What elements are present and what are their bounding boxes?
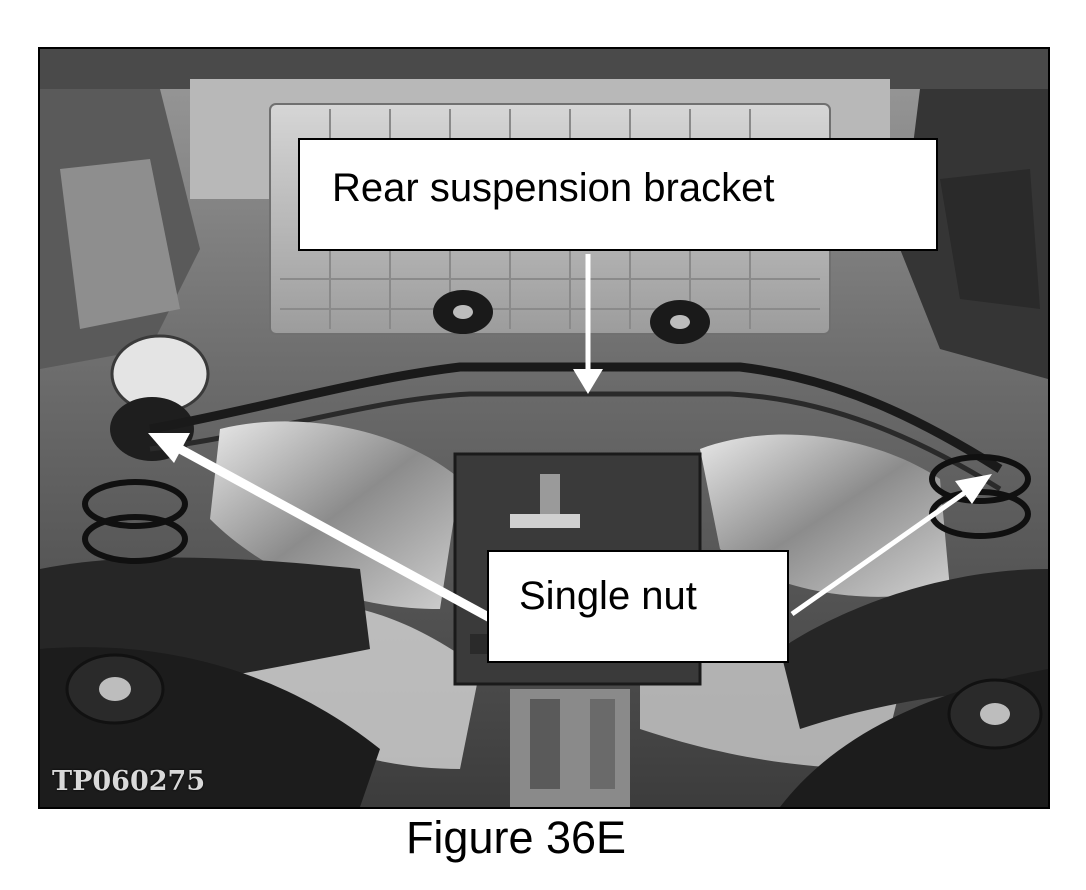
single-nut-label: Single nut (519, 574, 697, 618)
rear-suspension-bracket-callout: Rear suspension bracket (298, 138, 938, 251)
figure-caption-text: Figure 36E (405, 812, 627, 863)
single-nut-callout: Single nut (487, 550, 789, 663)
figure-caption: Figure 36E (0, 812, 1086, 864)
image-code: TP060275 (52, 766, 206, 797)
pointer-arrows (148, 254, 992, 623)
rear-suspension-bracket-label: Rear suspension bracket (332, 166, 775, 210)
